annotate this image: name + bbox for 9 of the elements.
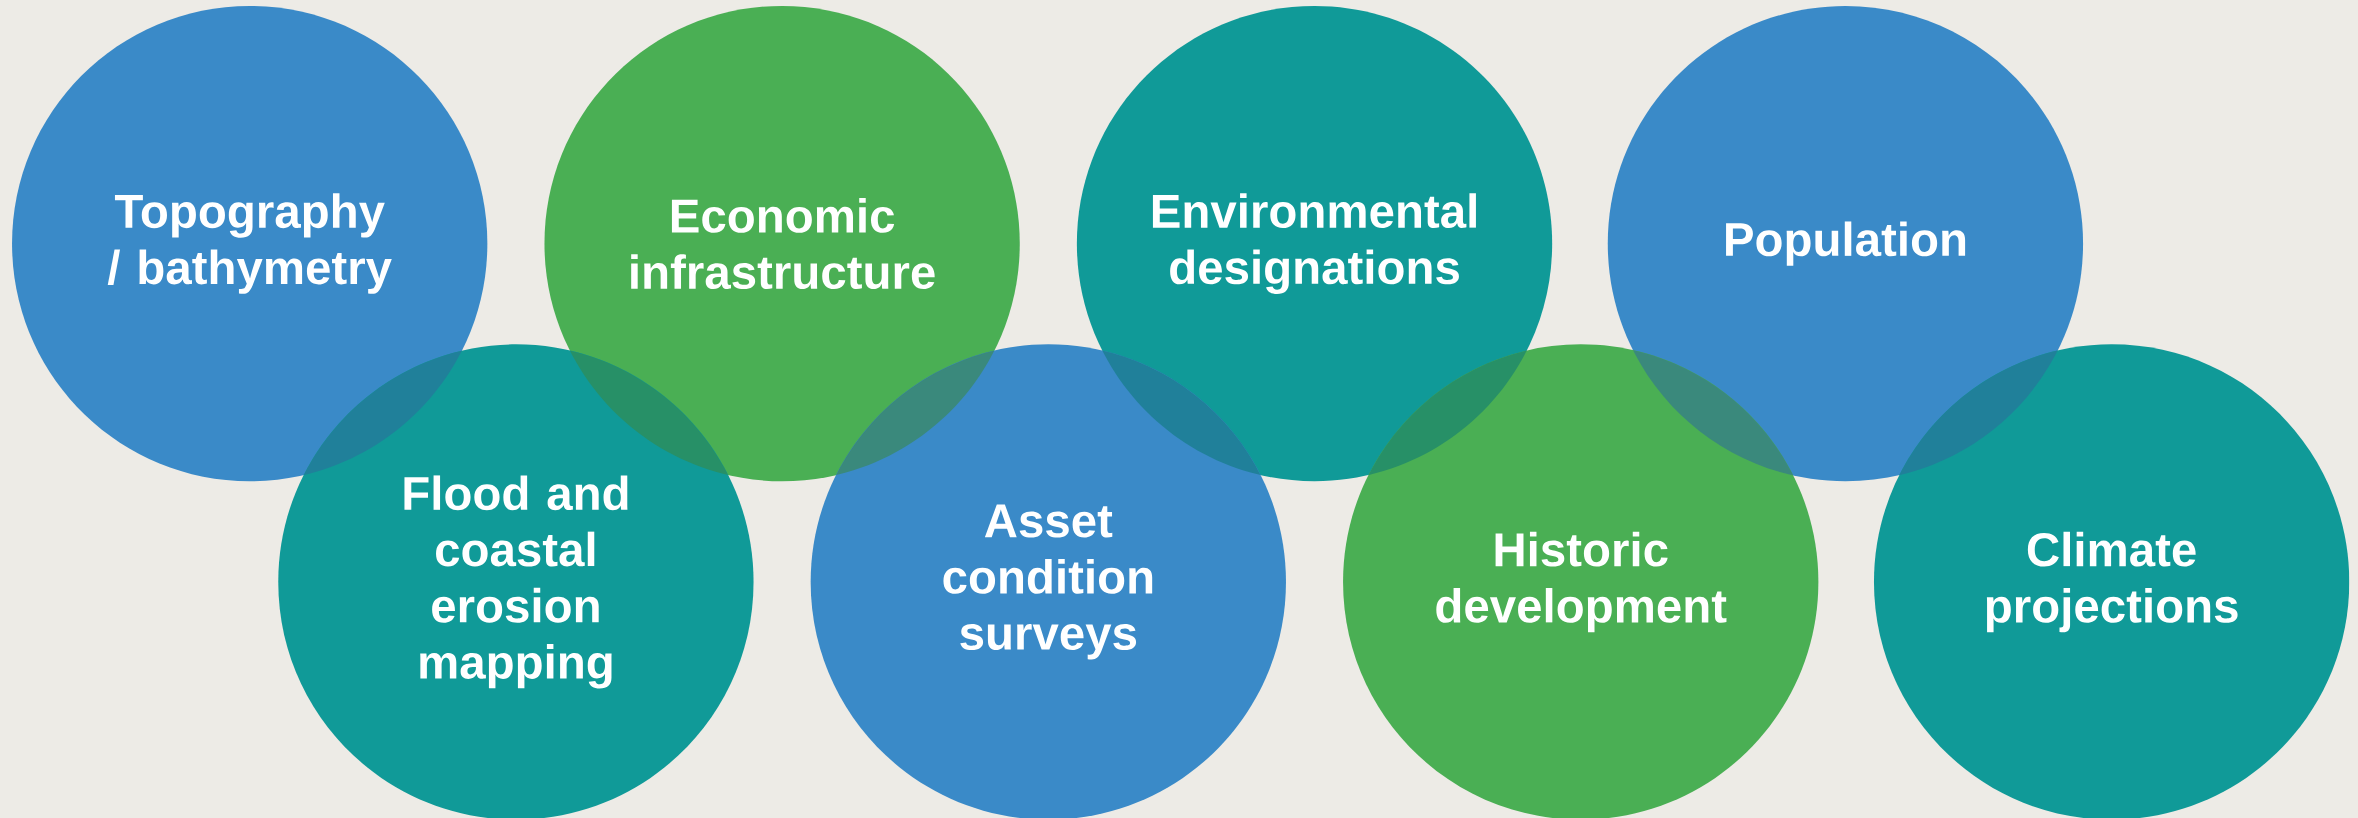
circle-label: Economic infrastructure [631,198,935,290]
circle-label: Climate projections [1986,531,2238,633]
circle-label: Flood and coastal erosion mapping [404,475,628,689]
circle-label: Population [1726,221,1966,266]
circle-label: Environmental designations [1152,193,1476,294]
circle-label: Historic development [1436,531,1727,633]
circle [1607,5,2084,482]
circle-label: Topography / bathymetry [107,193,392,294]
circle-label: Asset condition surveys [943,504,1153,660]
